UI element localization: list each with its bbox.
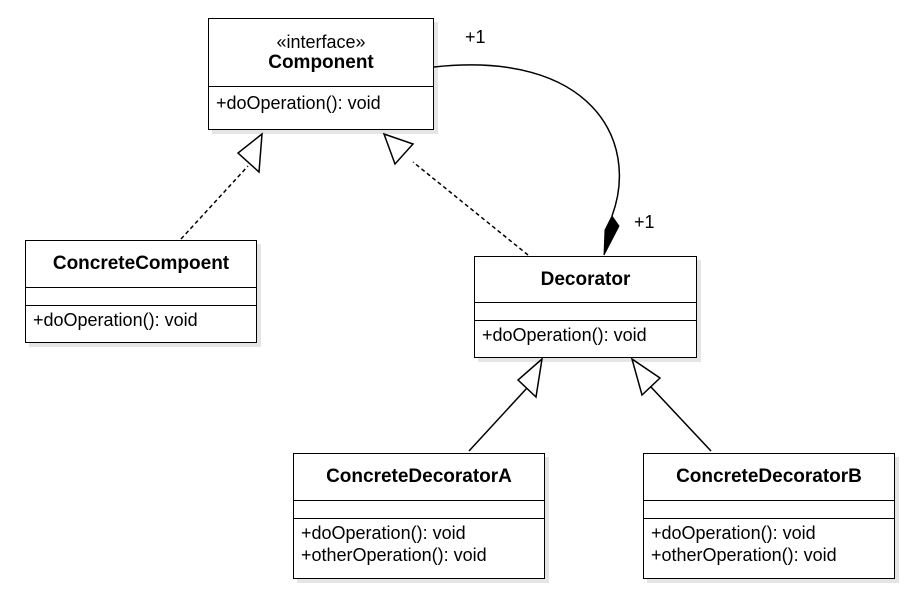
- hollow-triangle-arrowhead-icon: [516, 357, 544, 399]
- operation: +doOperation(): void: [482, 325, 647, 345]
- operation: +doOperation(): void: [651, 523, 816, 543]
- class-concrete-component[interactable]: ConcreteCompoent +doOperation(): void: [25, 240, 257, 343]
- operations-compartment: +doOperation(): void: [475, 321, 696, 346]
- attributes-compartment: [644, 501, 894, 519]
- class-name: Component: [268, 51, 374, 73]
- class-concrete-decorator-a[interactable]: ConcreteDecoratorA +doOperation(): void …: [293, 453, 545, 579]
- class-name: Decorator: [540, 268, 631, 290]
- operations-compartment: +doOperation(): void +otherOperation(): …: [644, 519, 894, 566]
- realization-concretecomponent-to-component: [180, 132, 263, 240]
- class-header: ConcreteDecoratorA: [294, 454, 544, 501]
- operation: +doOperation(): void: [216, 93, 381, 113]
- attributes-compartment: [475, 303, 696, 321]
- generalization-decoratora-to-decorator: [468, 357, 544, 452]
- realization-decorator-to-component: [382, 132, 529, 256]
- class-decorator[interactable]: Decorator +doOperation(): void: [474, 256, 697, 358]
- generalization-decoratorb-to-decorator: [630, 357, 712, 452]
- class-concrete-decorator-b[interactable]: ConcreteDecoratorB +doOperation(): void …: [643, 453, 895, 579]
- operation: +otherOperation(): void: [301, 545, 487, 565]
- operation: +doOperation(): void: [301, 523, 466, 543]
- class-name: ConcreteCompoent: [52, 253, 230, 274]
- class-name: ConcreteDecoratorB: [676, 466, 862, 487]
- class-header: Decorator: [475, 257, 696, 303]
- class-header: «interface» Component: [209, 19, 433, 87]
- class-header: ConcreteDecoratorB: [644, 454, 894, 501]
- operations-compartment: +doOperation(): void: [26, 306, 256, 331]
- class-header: ConcreteCompoent: [26, 241, 256, 288]
- attributes-compartment: [294, 501, 544, 519]
- hollow-triangle-arrowhead-icon: [630, 357, 662, 397]
- multiplicity-label-component-end: +1: [465, 27, 486, 47]
- stereotype-label: «interface»: [276, 31, 366, 52]
- operation: +doOperation(): void: [33, 310, 198, 330]
- hollow-triangle-arrowhead-icon: [382, 132, 415, 166]
- operation: +otherOperation(): void: [651, 545, 837, 565]
- attributes-compartment: [26, 288, 256, 306]
- composition-decorator-to-component: [433, 64, 621, 256]
- operations-compartment: +doOperation(): void +otherOperation(): …: [294, 519, 544, 566]
- class-name: ConcreteDecoratorA: [326, 466, 512, 487]
- filled-diamond-icon: [603, 215, 620, 256]
- operations-compartment: +doOperation(): void: [209, 87, 433, 114]
- multiplicity-label-decorator-end: +1: [634, 212, 655, 232]
- hollow-triangle-arrowhead-icon: [236, 132, 263, 174]
- class-component[interactable]: «interface» Component +doOperation(): vo…: [208, 18, 434, 130]
